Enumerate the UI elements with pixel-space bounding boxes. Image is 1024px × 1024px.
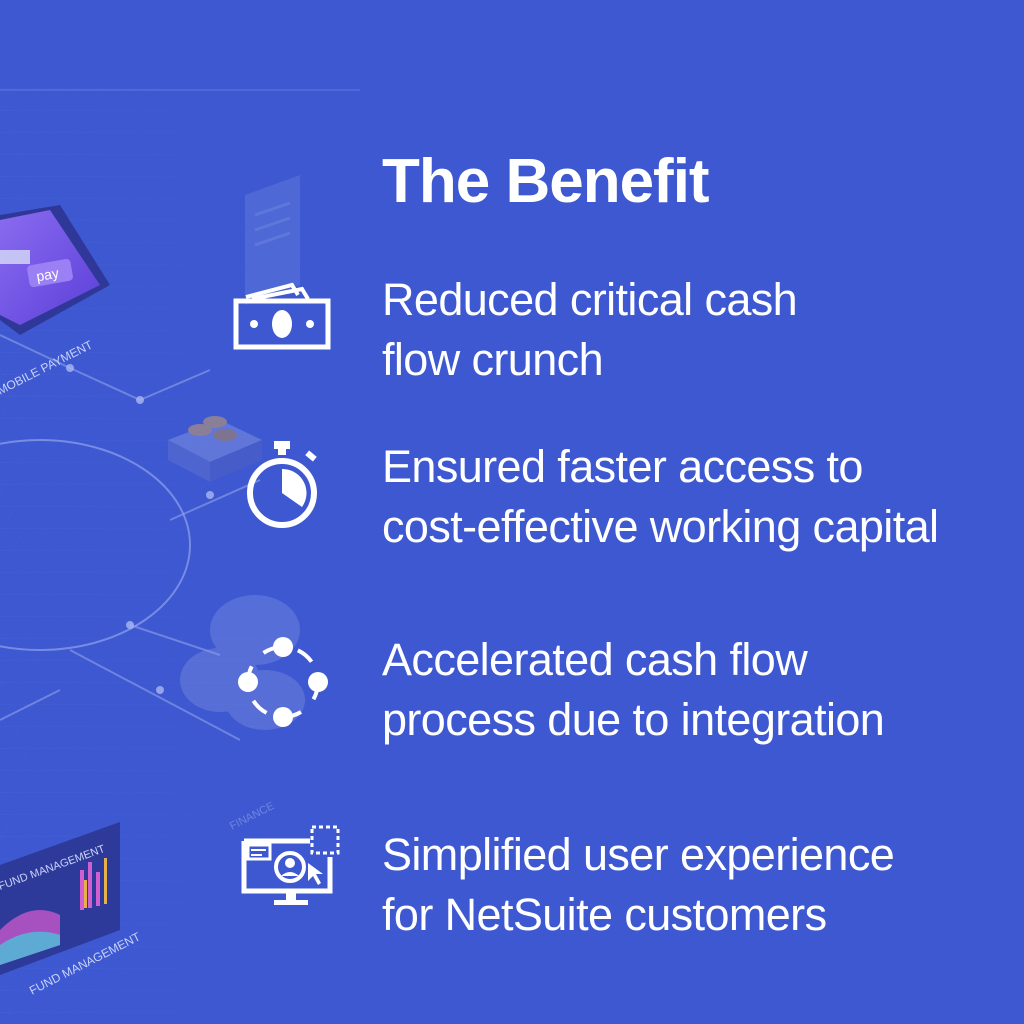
money-icon <box>232 275 332 375</box>
page-title: The Benefit <box>382 147 710 216</box>
pay-label: pay <box>35 265 60 285</box>
benefit-line: Accelerated cash flow <box>382 634 808 685</box>
benefit-line: cost-effective working capital <box>382 501 939 552</box>
benefit-line: Ensured faster access to <box>382 441 863 492</box>
benefit-line: flow crunch <box>382 334 604 385</box>
cycle-icon <box>236 635 336 735</box>
benefit-line: Reduced critical cash <box>382 274 798 325</box>
benefit-line: for NetSuite customers <box>382 889 827 940</box>
benefit-text: Ensured faster access to cost-effective … <box>382 437 1012 557</box>
benefit-line: process due to integration <box>382 694 885 745</box>
user-monitor-icon <box>240 825 340 925</box>
benefit-text: Simplified user experience for NetSuite … <box>382 825 1012 945</box>
benefit-line: Simplified user experience <box>382 829 895 880</box>
benefit-text: Accelerated cash flow process due to int… <box>382 630 1012 750</box>
benefit-text: Reduced critical cash flow crunch <box>382 270 1012 390</box>
stopwatch-icon <box>240 437 340 537</box>
